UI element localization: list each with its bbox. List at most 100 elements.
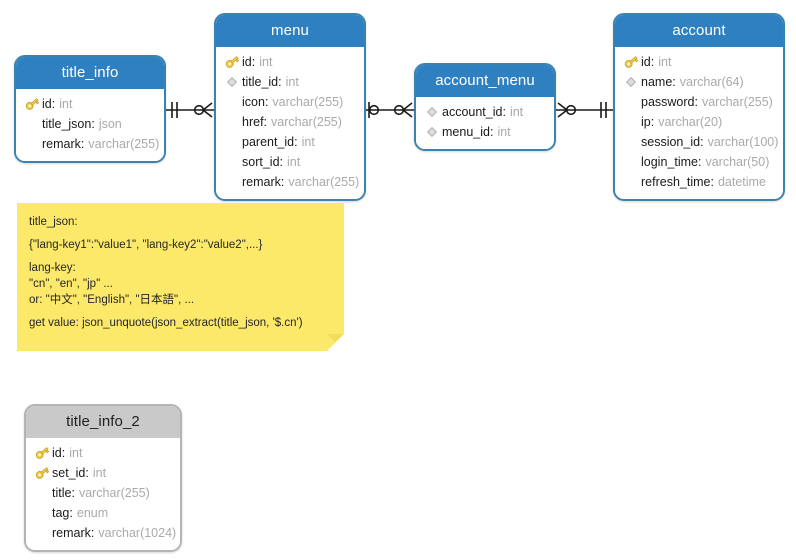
field-name: remark (52, 526, 91, 540)
field-row[interactable]: remark:varchar(255) (216, 172, 364, 192)
foreign-key-icon (424, 124, 441, 140)
field-type: int (658, 55, 672, 69)
field-row[interactable]: id:int (26, 443, 180, 463)
primary-key-icon (623, 54, 640, 70)
field-marker-none (623, 134, 640, 150)
field-separator: : (650, 115, 655, 129)
entity-title-title_info: title_info (16, 57, 164, 89)
field-row[interactable]: remark:varchar(255) (16, 134, 164, 154)
field-row[interactable]: set_id:int (26, 463, 180, 483)
field-name: id (42, 97, 52, 111)
field-type: int (69, 446, 83, 460)
note-fold-icon (327, 334, 344, 351)
field-separator: : (489, 125, 494, 139)
field-name: login_time (641, 155, 698, 169)
field-row[interactable]: session_id:varchar(100) (615, 132, 783, 152)
field-name: parent_id (242, 135, 295, 149)
entity-title-title_info_2: title_info_2 (26, 406, 180, 438)
field-type: int (59, 97, 73, 111)
field-separator: : (251, 55, 256, 69)
title_json-note[interactable]: title_json:{"lang-key1":"value1", "lang-… (17, 203, 344, 351)
field-separator: : (90, 526, 95, 540)
field-row[interactable]: account_id:int (416, 102, 554, 122)
field-name: sort_id (242, 155, 280, 169)
field-name: session_id (641, 135, 701, 149)
field-name: icon (242, 95, 265, 109)
field-marker-none (34, 525, 51, 541)
field-type: varchar(255) (701, 95, 773, 109)
field-row[interactable]: ip:varchar(20) (615, 112, 783, 132)
note-line: title_json: (29, 216, 78, 228)
note-text: title_json:{"lang-key1":"value1", "lang-… (29, 215, 330, 330)
field-type: varchar(255) (271, 115, 342, 129)
field-separator: : (694, 95, 698, 109)
field-name: refresh_time (641, 175, 711, 189)
field-type: int (259, 55, 273, 69)
relationship-menu-account_menu (366, 102, 414, 118)
field-row[interactable]: remark:varchar(1024) (26, 523, 180, 543)
field-row[interactable]: sort_id:int (216, 152, 364, 172)
field-name: remark (42, 137, 81, 151)
note-line: get value: json_unquote(json_extract(tit… (29, 317, 303, 329)
field-marker-none (623, 114, 640, 130)
field-row[interactable]: login_time:varchar(50) (615, 152, 783, 172)
field-row[interactable]: icon:varchar(255) (216, 92, 364, 112)
field-row[interactable]: id:int (216, 52, 364, 72)
note-line: or: "中文", "English", "日本語", ... (29, 294, 195, 306)
field-row[interactable]: title_id:int (216, 72, 364, 92)
field-type: enum (76, 506, 109, 520)
field-row[interactable]: id:int (615, 52, 783, 72)
field-separator: : (85, 466, 89, 480)
field-separator: : (51, 97, 56, 111)
field-type: datetime (717, 175, 766, 189)
field-type: int (285, 75, 299, 89)
field-name: account_id (442, 105, 503, 119)
field-marker-none (224, 174, 241, 190)
field-row[interactable]: refresh_time:datetime (615, 172, 783, 192)
field-row[interactable]: name:varchar(64) (615, 72, 783, 92)
field-separator: : (710, 175, 714, 189)
field-marker-none (224, 94, 241, 110)
field-type: varchar(255) (288, 175, 360, 189)
field-type: varchar(255) (272, 95, 344, 109)
field-row[interactable]: id:int (16, 94, 164, 114)
field-row[interactable]: href:varchar(255) (216, 112, 364, 132)
field-type: varchar(50) (705, 155, 770, 169)
field-separator: : (650, 55, 655, 69)
field-marker-none (24, 136, 41, 152)
primary-key-icon (34, 465, 51, 481)
field-separator: : (264, 95, 269, 109)
field-name: ip (641, 115, 651, 129)
field-marker-none (623, 174, 640, 190)
field-separator: : (91, 117, 95, 131)
field-row[interactable]: password:varchar(255) (615, 92, 783, 112)
field-type: json (98, 117, 122, 131)
field-row[interactable]: parent_id:int (216, 132, 364, 152)
field-row[interactable]: tag:enum (26, 503, 180, 523)
primary-key-icon (34, 445, 51, 461)
field-row[interactable]: title:varchar(255) (26, 483, 180, 503)
field-type: varchar(255) (78, 486, 150, 500)
field-name: title_json (42, 117, 92, 131)
field-row[interactable]: menu_id:int (416, 122, 554, 142)
field-name: id (242, 55, 252, 69)
field-type: varchar(20) (658, 115, 723, 129)
field-marker-none (224, 154, 241, 170)
field-separator: : (278, 75, 282, 89)
field-type: varchar(1024) (98, 526, 177, 540)
field-row[interactable]: title_json:json (16, 114, 164, 134)
foreign-key-icon (224, 74, 241, 90)
field-name: set_id (52, 466, 86, 480)
field-marker-none (24, 116, 41, 132)
field-separator: : (80, 137, 85, 151)
field-name: title (52, 486, 72, 500)
field-marker-none (623, 154, 640, 170)
